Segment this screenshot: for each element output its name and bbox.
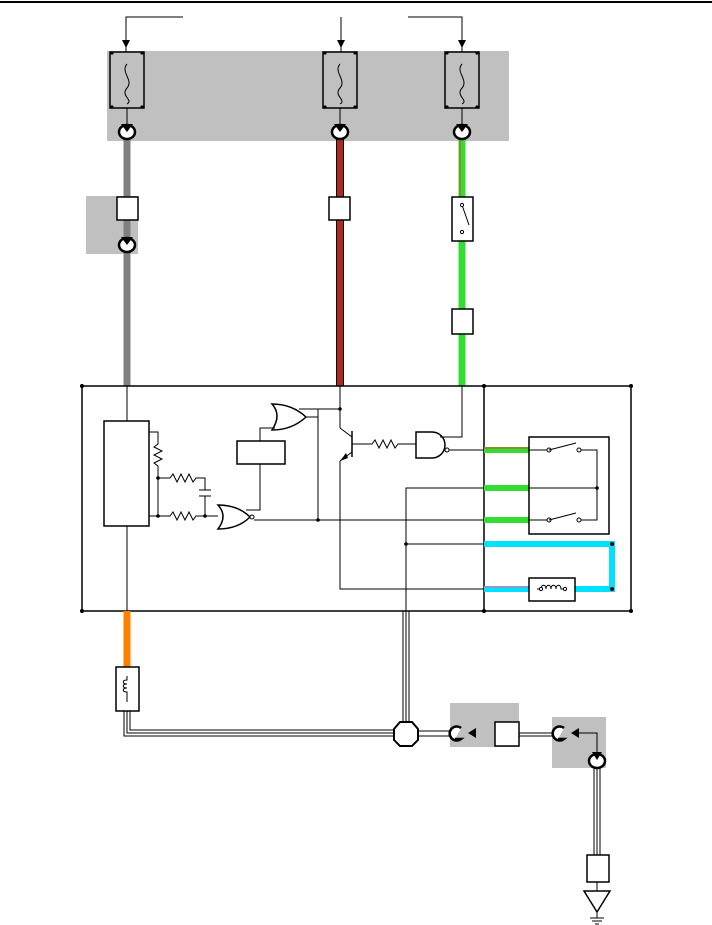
connector-under-fuse-left (117, 123, 137, 141)
inline-connector-right (451, 308, 474, 335)
timer-block (236, 427, 286, 465)
internal-lines (404, 487, 484, 611)
or-gate-upper (270, 403, 340, 522)
relay-upper[interactable] (528, 436, 610, 535)
resistor-vertical (149, 431, 164, 472)
wire-green (458, 138, 466, 386)
ic-block (103, 386, 150, 611)
fuse-box-zone (107, 51, 509, 141)
connector-under-fuse-center (330, 123, 350, 141)
splice-point (393, 721, 419, 747)
or-gate-lower (216, 464, 484, 530)
supply-feeds (122, 16, 466, 52)
fuse-leads (126, 108, 463, 124)
ground-connector-1 (448, 721, 520, 747)
ground-symbol (582, 854, 612, 925)
inline-connector-center (328, 196, 351, 221)
transistor (338, 386, 484, 590)
resistor-lower (149, 510, 218, 522)
connector-under-fuse-right (452, 123, 472, 141)
inline-connector-left (116, 196, 139, 254)
relay-coil[interactable] (528, 577, 576, 602)
inline-switch-right[interactable] (451, 196, 474, 242)
coil-component[interactable] (115, 666, 140, 712)
control-unit (80, 384, 633, 613)
relay-wires (484, 447, 615, 592)
and-gate (415, 386, 484, 459)
ground-connector-2 (551, 725, 607, 770)
ground-harness (123, 611, 601, 855)
resistor-rc (156, 472, 211, 516)
